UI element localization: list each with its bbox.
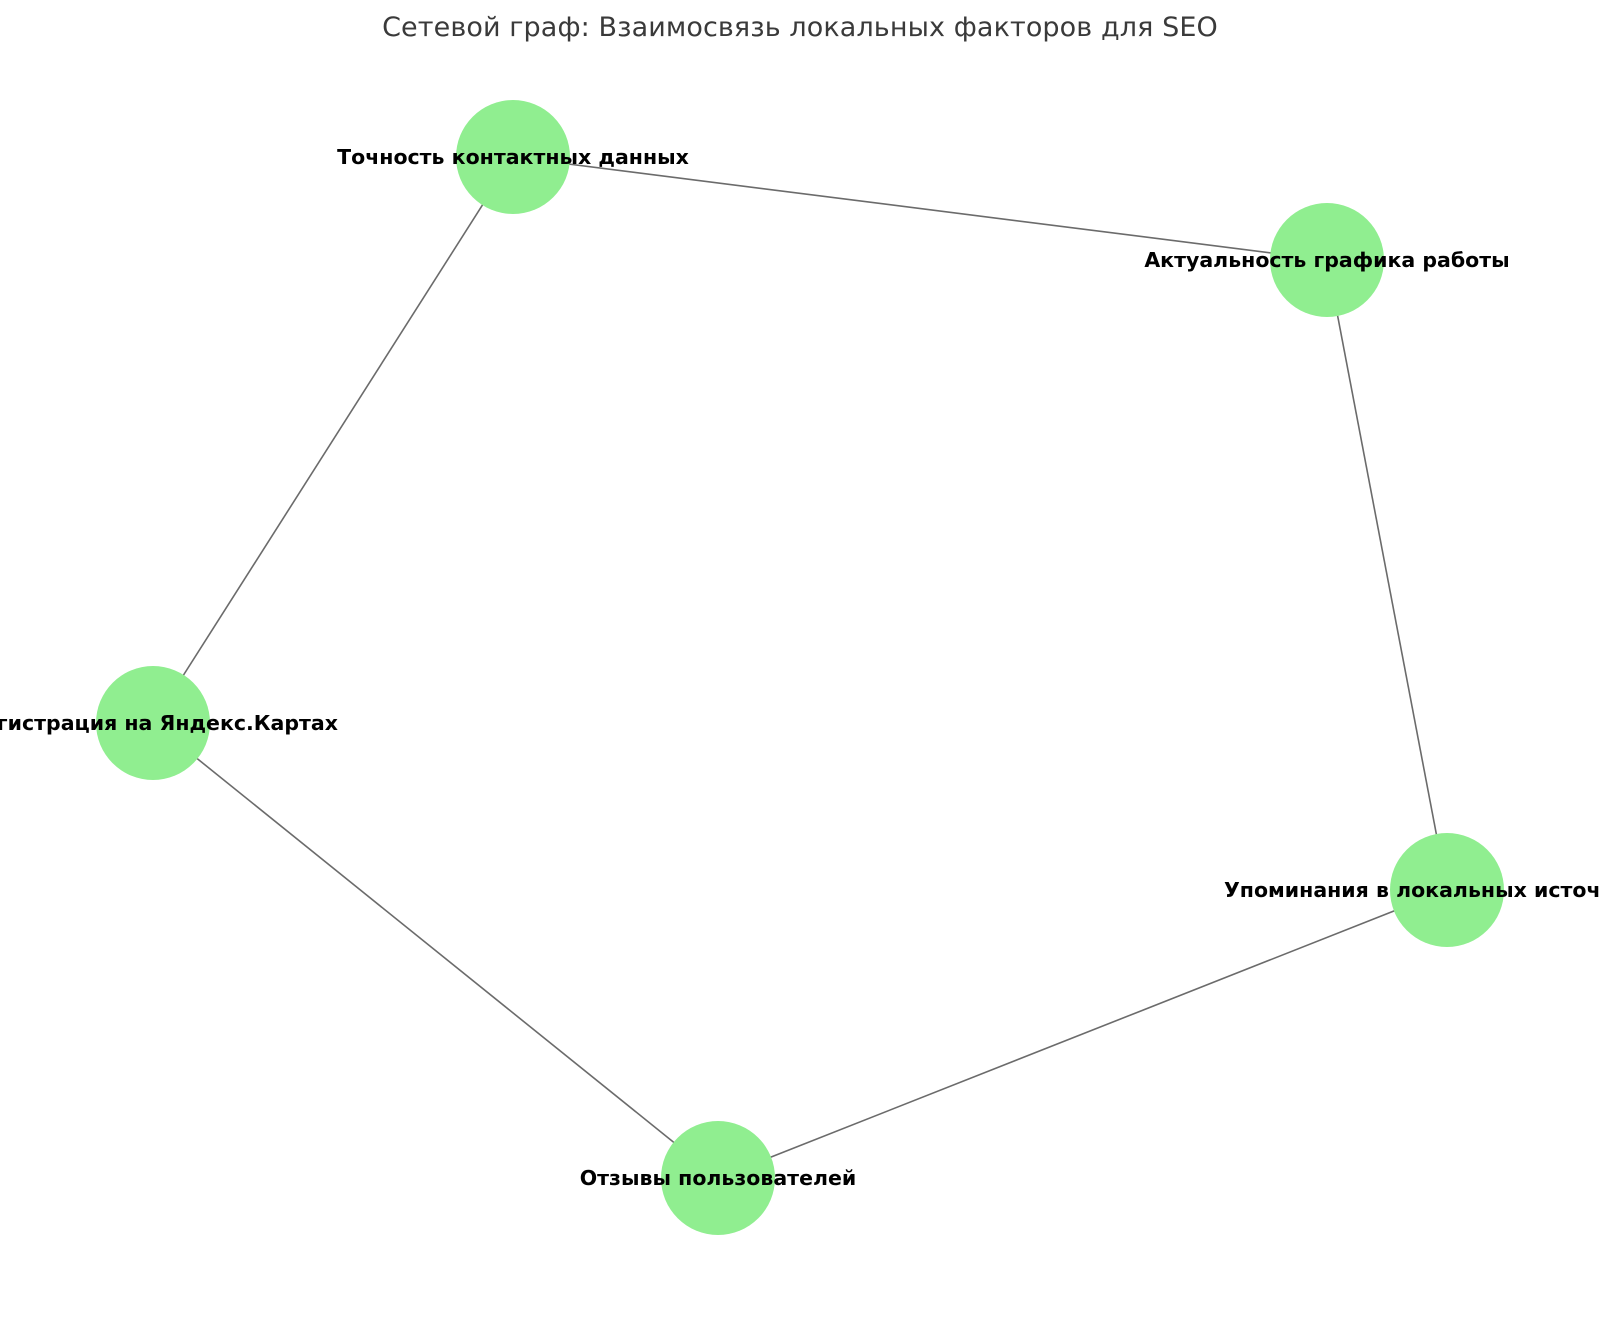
graph-node[interactable] — [661, 1121, 775, 1235]
graph-node[interactable] — [1270, 203, 1384, 317]
edges-layer — [152, 156, 1448, 1179]
graph-node[interactable] — [456, 100, 570, 214]
graph-node[interactable] — [96, 666, 210, 780]
nodes-layer — [96, 100, 1504, 1235]
graph-edge — [152, 156, 514, 724]
graph-edge — [1326, 259, 1448, 891]
graph-edge — [152, 722, 719, 1179]
graph-node[interactable] — [1390, 833, 1504, 947]
page-title: Сетевой граф: Взаимосвязь локальных факт… — [382, 12, 1218, 43]
graph-edge — [512, 156, 1328, 261]
graph-edge — [717, 889, 1448, 1179]
